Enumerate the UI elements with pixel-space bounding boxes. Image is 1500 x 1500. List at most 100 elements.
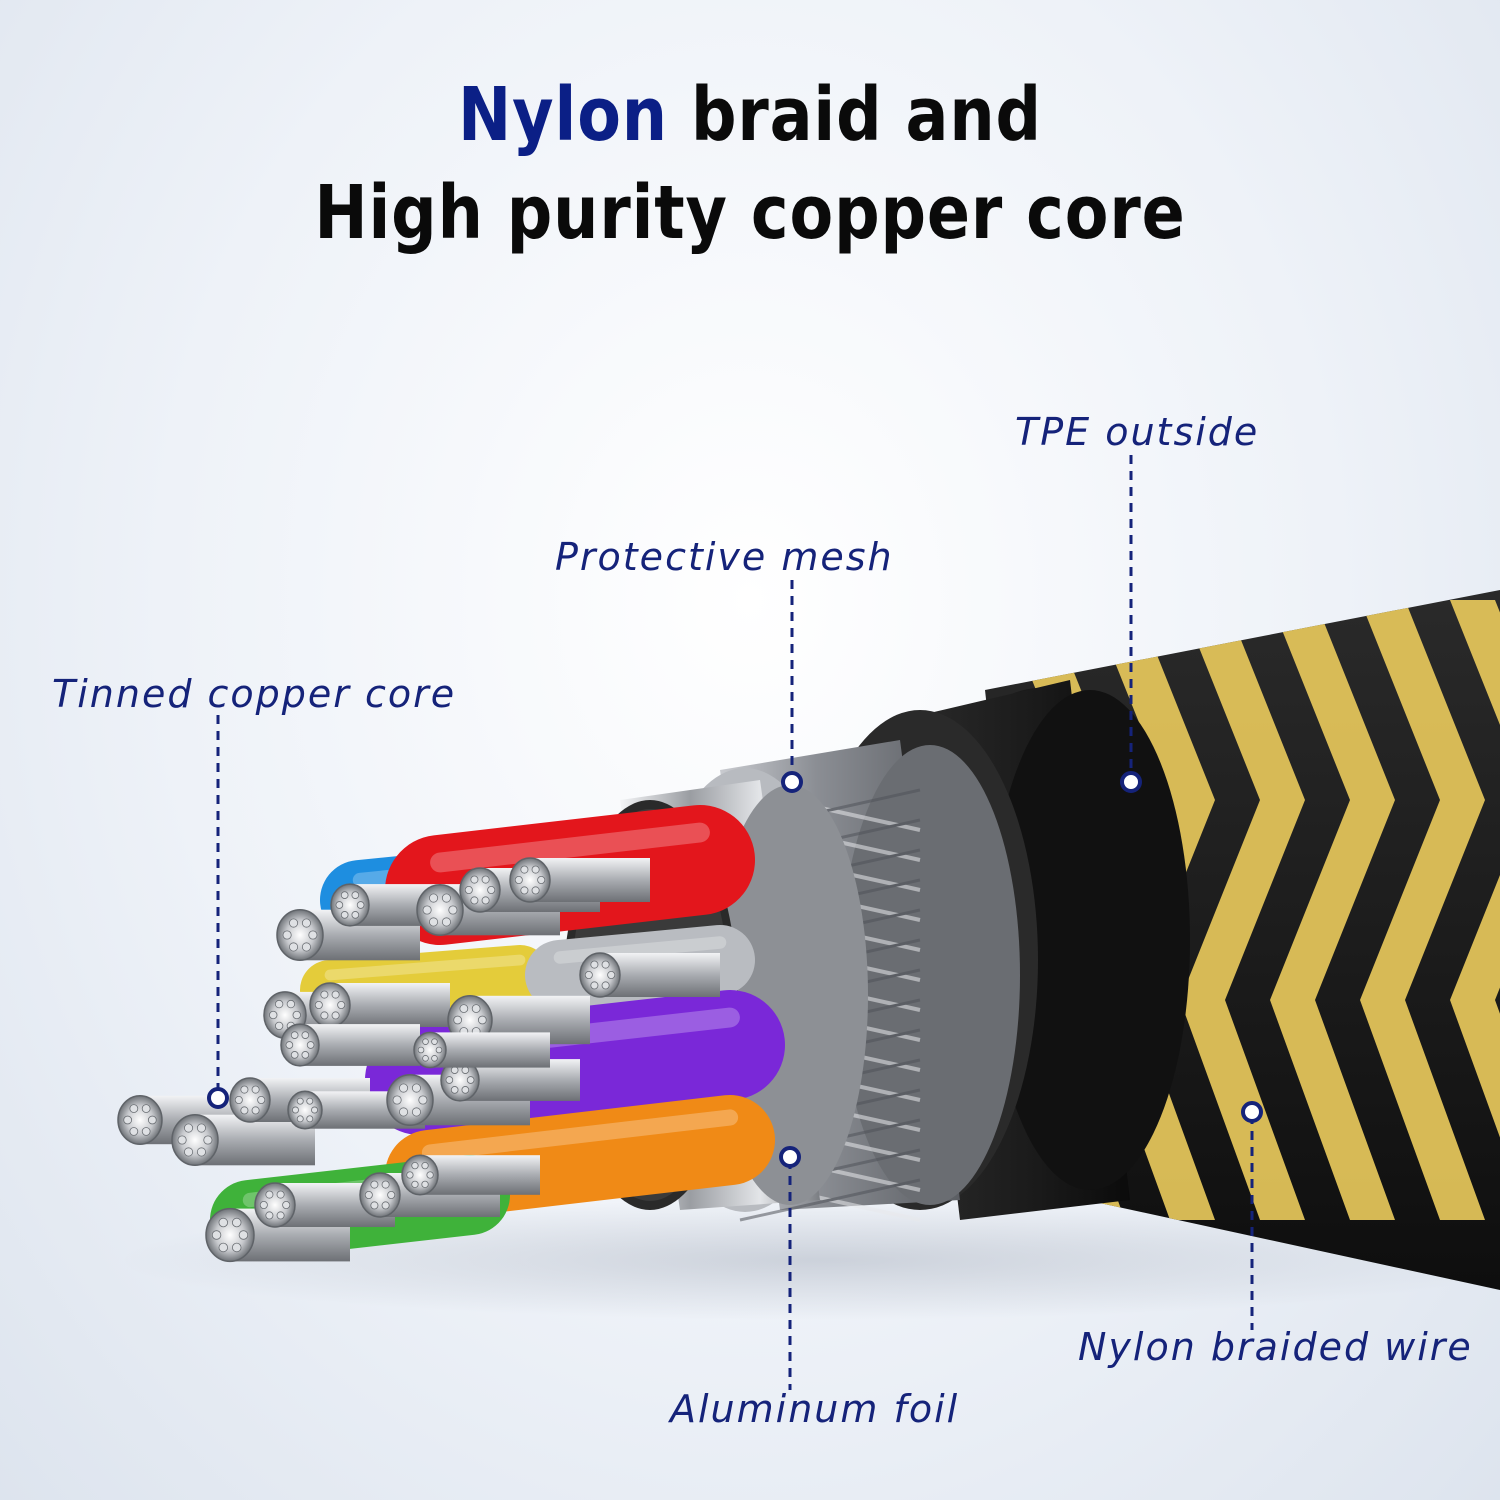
strand-filament <box>487 886 496 895</box>
strand-filament <box>240 1085 249 1094</box>
strand-filament <box>141 1127 151 1136</box>
strand-filament <box>337 1001 346 1010</box>
strand-filament <box>411 1107 421 1117</box>
strand-filament <box>422 1038 429 1045</box>
strand-filament <box>240 1106 249 1115</box>
strand-filament <box>445 1076 454 1084</box>
callout-aluminum-foil: Aluminum foil <box>670 1387 960 1431</box>
dot-tpe-outside <box>1120 771 1142 793</box>
strand-filament <box>331 1011 340 1020</box>
strand-end <box>459 867 501 913</box>
strand-end <box>117 1095 163 1145</box>
braid-gold-strip <box>1180 600 1305 1220</box>
strand-filament <box>308 930 318 940</box>
callout-dots <box>207 771 1263 1168</box>
strand-end <box>287 1090 323 1130</box>
callout-tpe-outside: TPE outside <box>1015 410 1260 454</box>
strand-filament <box>422 1055 429 1062</box>
braid-gold-strip <box>1270 600 1395 1220</box>
strand-filament <box>251 1085 260 1094</box>
strand-filament <box>141 1104 151 1113</box>
strand-filament <box>399 1107 409 1117</box>
strand-filament <box>129 1127 139 1136</box>
headline-accent-word: Nylon <box>458 72 668 158</box>
strand-filament <box>351 911 360 919</box>
strand-filament <box>387 1191 396 1200</box>
strand-filament <box>301 1031 310 1039</box>
strand-filament <box>306 1115 314 1123</box>
strand-filament <box>461 1066 470 1074</box>
strand-filament <box>381 1201 390 1210</box>
wire-orange-highlight <box>421 1109 739 1161</box>
strand-filament <box>607 971 616 980</box>
strand-filament <box>356 901 365 909</box>
strand-end <box>280 1023 320 1067</box>
strand-filament <box>335 901 344 909</box>
strand-end <box>509 857 551 903</box>
strand-end <box>386 1073 434 1127</box>
strand-filament <box>590 981 599 990</box>
callout-nylon-braided-wire: Nylon braided wire <box>1078 1325 1473 1369</box>
headline-line-1-rest: braid and <box>667 72 1042 158</box>
strand-filament <box>601 981 610 990</box>
strand-filament <box>514 876 523 885</box>
strand-filament <box>234 1096 243 1105</box>
strand-filament <box>466 1076 475 1084</box>
strand-filament <box>184 1123 194 1133</box>
strand-end <box>401 1154 439 1196</box>
strand-filament <box>537 876 546 885</box>
strand-filament <box>406 1171 414 1179</box>
strand-end <box>254 1182 296 1228</box>
strand-filament <box>426 1171 434 1179</box>
strand-filament <box>431 1055 438 1062</box>
strand-filament <box>320 990 329 999</box>
callout-tinned-copper-core: Tinned copper core <box>52 672 457 716</box>
strand-filament <box>292 1106 299 1114</box>
strand-filament <box>289 918 299 928</box>
strand-filament <box>461 1086 470 1094</box>
strand-filament <box>218 1242 228 1253</box>
strand-end <box>229 1077 271 1123</box>
strand-filament <box>370 1201 379 1210</box>
strand-filament <box>531 865 540 874</box>
strand-filament <box>481 896 490 905</box>
wire-yellow-highlight <box>324 954 526 981</box>
strand-filament <box>520 865 529 874</box>
strand-filament <box>265 1190 274 1199</box>
strand-filament <box>422 905 432 915</box>
strand-body <box>430 1032 550 1068</box>
strand-end <box>359 1172 401 1218</box>
strand-filament <box>123 1115 133 1125</box>
strand-filament <box>477 1015 487 1025</box>
strand-filament <box>435 1046 443 1054</box>
strand-filament <box>370 1180 379 1189</box>
strand-body <box>300 1024 420 1066</box>
strand-filament <box>129 1104 139 1113</box>
wire-red-highlight <box>430 822 710 873</box>
strand-filament <box>196 1147 206 1157</box>
strand-filament <box>450 1086 459 1094</box>
strand-filament <box>471 1004 481 1013</box>
strand-filament <box>269 1010 278 1020</box>
leader-lines <box>216 455 1254 1390</box>
strand-filament <box>381 1180 390 1189</box>
strand-filament <box>274 999 284 1009</box>
strand-filament <box>411 1162 419 1170</box>
strand-filament <box>418 1095 428 1105</box>
headline-line-1: Nylon braid and <box>105 78 1395 152</box>
strand-filament <box>285 1041 294 1049</box>
strand-filament <box>340 891 349 899</box>
strand-filament <box>411 1083 421 1093</box>
strand-filament <box>448 905 458 915</box>
strand-filament <box>301 942 311 952</box>
strand-filament <box>340 911 349 919</box>
strand-filament <box>306 1097 314 1105</box>
callout-protective-mesh: Protective mesh <box>555 535 894 579</box>
strand-filament <box>392 1095 402 1105</box>
braid-gold-strip <box>1360 600 1485 1220</box>
mesh-strand <box>739 1178 921 1222</box>
dot-nylon-braid <box>1241 1101 1263 1123</box>
strand-end <box>276 908 324 962</box>
strand-filament <box>251 1106 260 1115</box>
